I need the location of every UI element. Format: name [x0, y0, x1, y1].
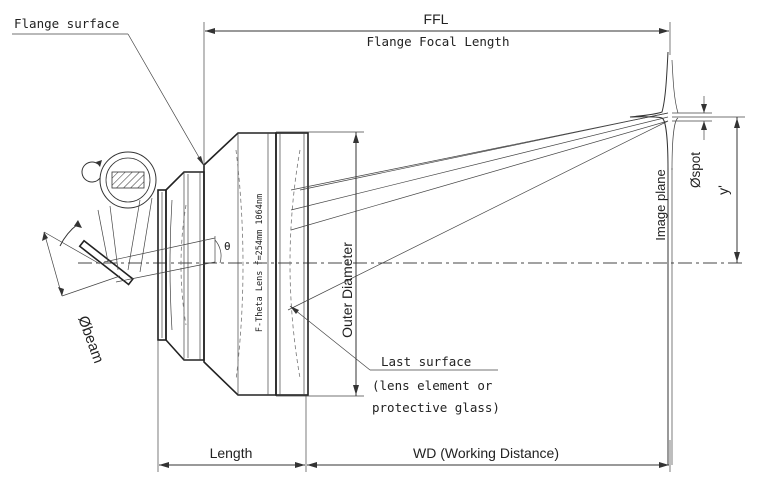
lens-body	[157, 132, 309, 396]
lens-engraving: F-Theta Lens f=254mm 1064nm	[255, 194, 265, 332]
spot-diameter-label: Øspot	[688, 152, 703, 188]
spot-profile	[629, 51, 669, 171]
ffl-full-label: Flange Focal Length	[367, 34, 510, 49]
flange-surface-leader	[127, 33, 205, 167]
ffl-label: FFL	[424, 11, 449, 27]
wd-label: WD (Working Distance)	[413, 445, 559, 461]
y-prime-label: y'	[715, 185, 731, 195]
last-surface-label-1: Last surface	[381, 354, 471, 369]
galvo-mirror-x	[78, 239, 135, 286]
flange-surface-label: Flange surface	[14, 16, 119, 31]
theta-label: θ	[224, 240, 231, 253]
scanner-assembly	[42, 151, 216, 297]
front-element	[275, 132, 309, 396]
image-plane	[629, 51, 679, 465]
outer-diameter-label: Outer Diameter	[339, 242, 355, 338]
scan-rays	[287, 112, 669, 311]
last-surface-label-3: protective glass)	[372, 400, 500, 415]
galvo-mirror-y	[99, 151, 157, 209]
last-surface-label-2: (lens element or	[372, 378, 493, 393]
last-surface-leader	[289, 305, 371, 371]
image-plane-label: Image plane	[653, 169, 668, 241]
beam-diameter-label: Øbeam	[74, 314, 107, 366]
length-label: Length	[210, 445, 253, 461]
lens-barrel	[203, 132, 277, 396]
